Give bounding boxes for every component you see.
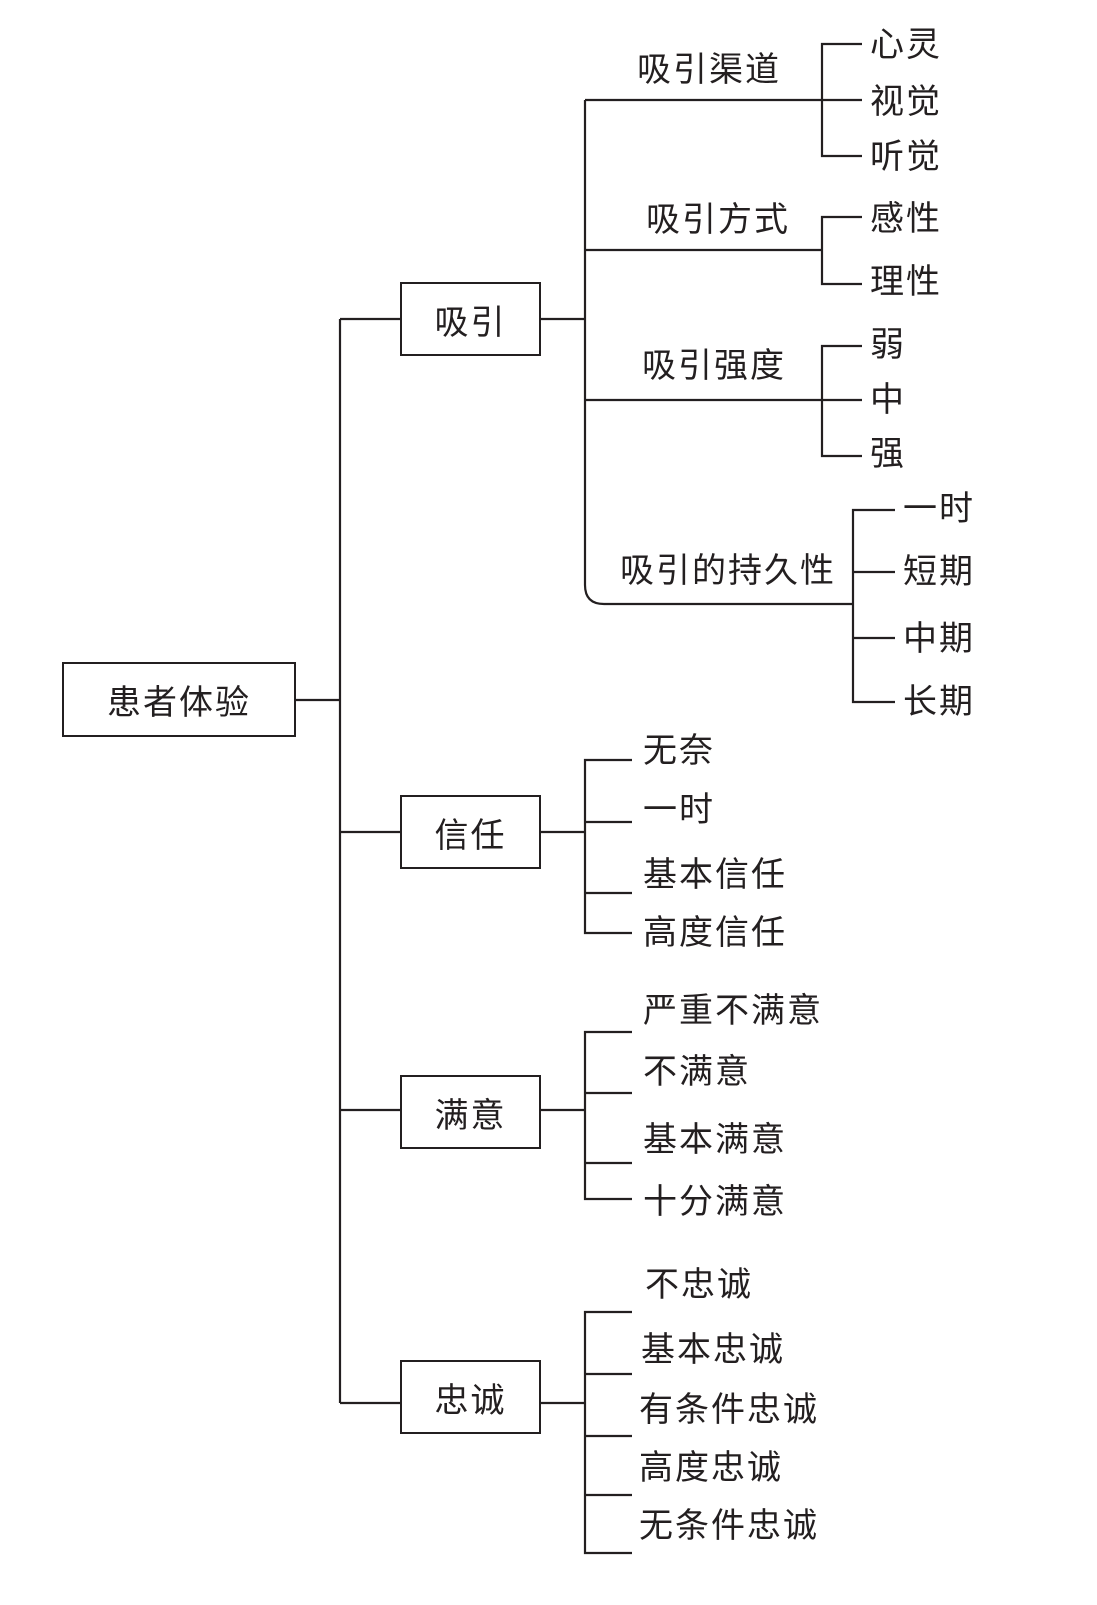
connector-bracket bbox=[583, 1310, 632, 1555]
leaf-label: 基本满意 bbox=[643, 1120, 787, 1160]
group-label: 吸引强度 bbox=[642, 346, 786, 386]
group-label: 吸引渠道 bbox=[637, 50, 781, 90]
leaf-label: 高度信任 bbox=[643, 913, 787, 953]
leaf-label: 视觉 bbox=[870, 82, 942, 122]
branch-node-trust: 信任 bbox=[400, 795, 541, 869]
leaf-label: 中期 bbox=[903, 619, 975, 659]
leaf-label: 心灵 bbox=[870, 25, 942, 65]
branch-node-satisfaction: 满意 bbox=[400, 1075, 541, 1149]
leaf-label: 长期 bbox=[903, 682, 975, 722]
leaf-label: 高度忠诚 bbox=[639, 1448, 783, 1488]
connector-bracket bbox=[820, 215, 862, 286]
leaf-label: 一时 bbox=[903, 489, 975, 529]
leaf-label: 中 bbox=[870, 380, 906, 420]
leaf-label: 基本信任 bbox=[643, 855, 787, 895]
group-label: 吸引方式 bbox=[646, 200, 790, 240]
leaf-label: 理性 bbox=[870, 262, 942, 302]
leaf-label: 弱 bbox=[870, 325, 906, 365]
leaf-label: 强 bbox=[870, 434, 906, 474]
group-label: 吸引的持久性 bbox=[620, 551, 836, 591]
connector-bracket bbox=[851, 508, 895, 704]
leaf-label: 严重不满意 bbox=[643, 991, 823, 1031]
root-node: 患者体验 bbox=[62, 662, 296, 737]
branch-node-attraction: 吸引 bbox=[400, 282, 541, 356]
connector-bracket bbox=[583, 1030, 632, 1201]
leaf-label: 短期 bbox=[903, 552, 975, 592]
leaf-label: 听觉 bbox=[870, 137, 942, 177]
branch-node-loyalty: 忠诚 bbox=[400, 1360, 541, 1434]
leaf-label: 基本忠诚 bbox=[641, 1330, 785, 1370]
leaf-label: 无条件忠诚 bbox=[639, 1506, 819, 1546]
leaf-label: 不满意 bbox=[643, 1052, 751, 1092]
leaf-label: 无奈 bbox=[643, 731, 715, 771]
leaf-label: 一时 bbox=[643, 790, 715, 830]
leaf-label: 不忠诚 bbox=[645, 1265, 753, 1305]
connector-bracket bbox=[583, 758, 632, 935]
leaf-label: 感性 bbox=[870, 199, 942, 239]
leaf-label: 有条件忠诚 bbox=[639, 1390, 819, 1430]
connector-spine bbox=[583, 100, 853, 606]
leaf-label: 十分满意 bbox=[643, 1182, 787, 1222]
